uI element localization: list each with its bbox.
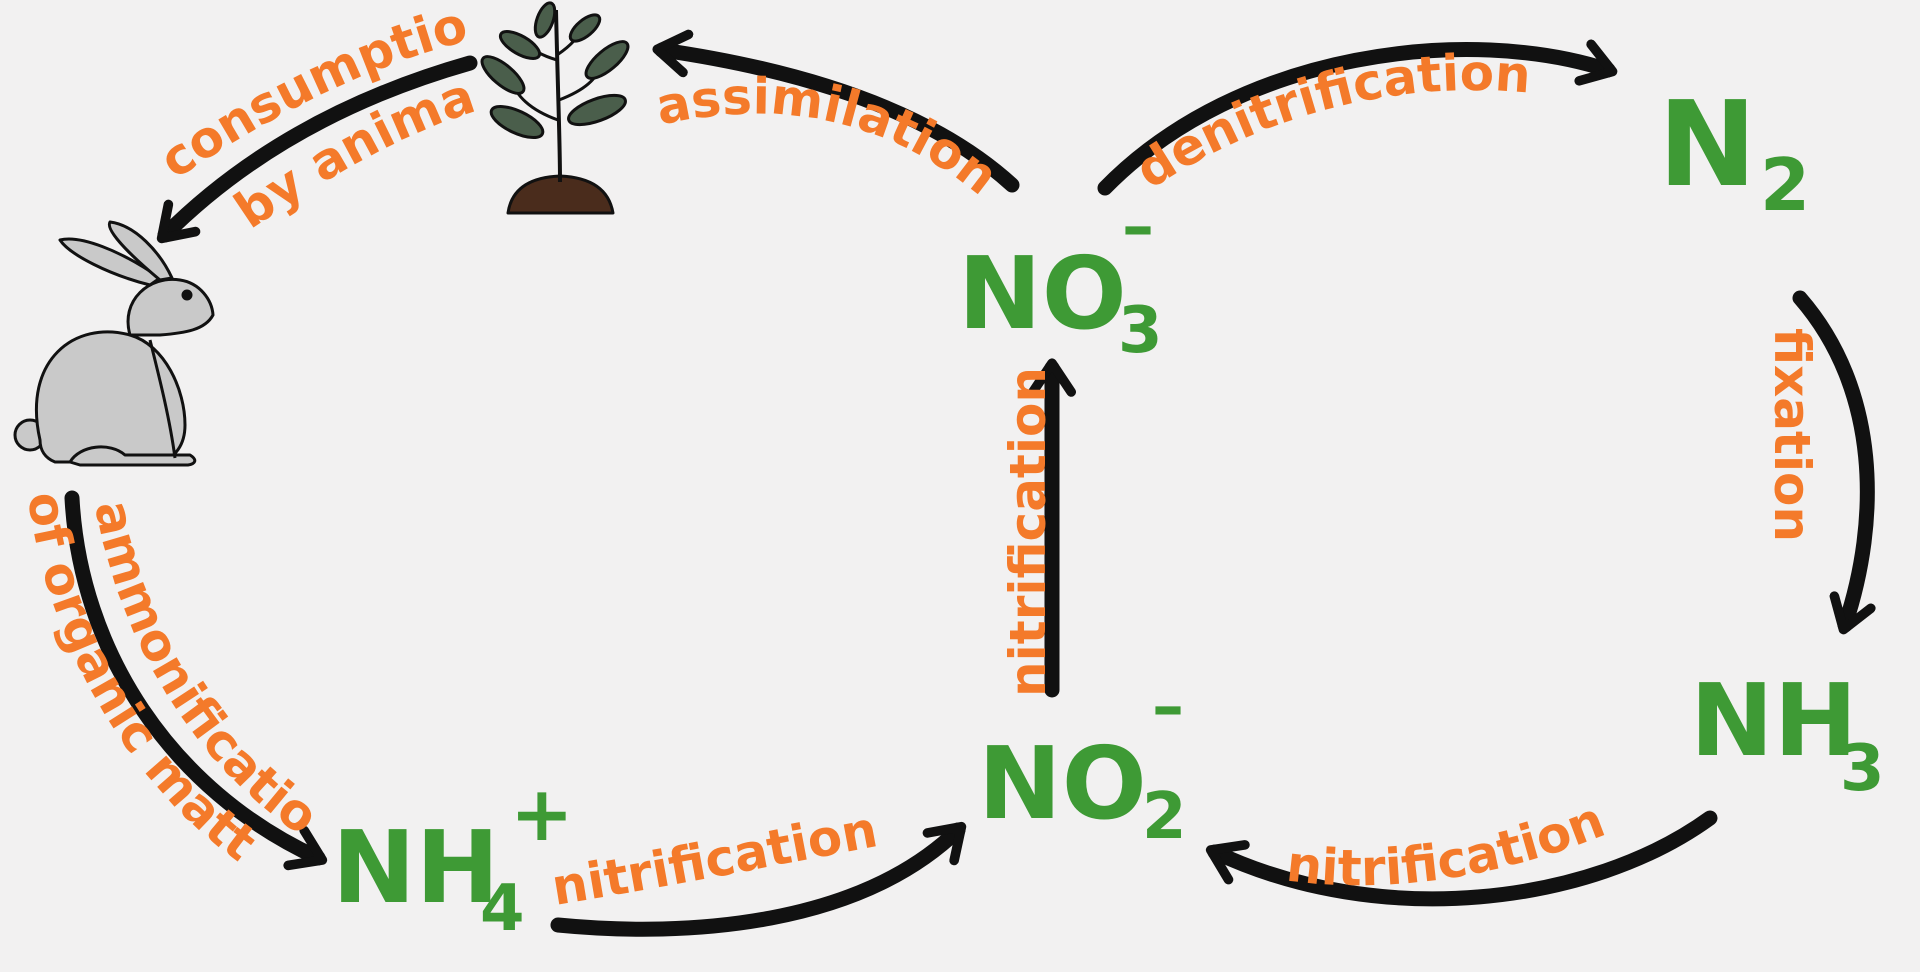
arrow-denitrification bbox=[1097, 39, 1618, 196]
no2-main: NO bbox=[978, 725, 1147, 842]
nh4-subscript: 4 bbox=[480, 872, 525, 946]
label-assimilation: assimilation bbox=[651, 67, 1009, 206]
arrow-assimilation bbox=[652, 29, 1020, 193]
no2-charge: – bbox=[1152, 670, 1184, 744]
label-denitrification: denitrification bbox=[1125, 44, 1532, 200]
nh3-main: NH bbox=[1690, 662, 1857, 779]
arrow-consumption bbox=[156, 55, 478, 244]
nh3-subscript: 3 bbox=[1840, 732, 1885, 806]
no3-charge: – bbox=[1122, 190, 1154, 264]
node-no2: NO 2 – bbox=[978, 670, 1187, 854]
nh4-charge: + bbox=[510, 769, 574, 858]
n2-subscript: 2 bbox=[1760, 143, 1810, 227]
node-no3: NO 3 – bbox=[958, 190, 1163, 368]
arrow-fixation bbox=[1792, 290, 1876, 635]
plant-icon bbox=[480, 1, 630, 215]
node-nh4: NH 4 + bbox=[332, 769, 574, 946]
arrow-ammonification bbox=[64, 490, 328, 871]
arrow-nitrification-nh4-no2 bbox=[550, 821, 967, 937]
no2-subscript: 2 bbox=[1142, 780, 1187, 854]
n2-main: N bbox=[1658, 75, 1757, 213]
no3-main: NO bbox=[958, 235, 1127, 352]
arrows bbox=[64, 29, 1876, 937]
label-nitrification-vertical: nitrification bbox=[999, 367, 1057, 697]
rabbit-icon bbox=[13, 220, 215, 467]
nh4-main: NH bbox=[332, 809, 499, 926]
node-n2: N 2 bbox=[1658, 75, 1810, 227]
label-fixation: fixation bbox=[1763, 328, 1821, 542]
node-nh3: NH 3 bbox=[1690, 662, 1885, 806]
no3-subscript: 3 bbox=[1118, 294, 1163, 368]
arrow-nitrification-nh3-no2 bbox=[1205, 810, 1718, 907]
